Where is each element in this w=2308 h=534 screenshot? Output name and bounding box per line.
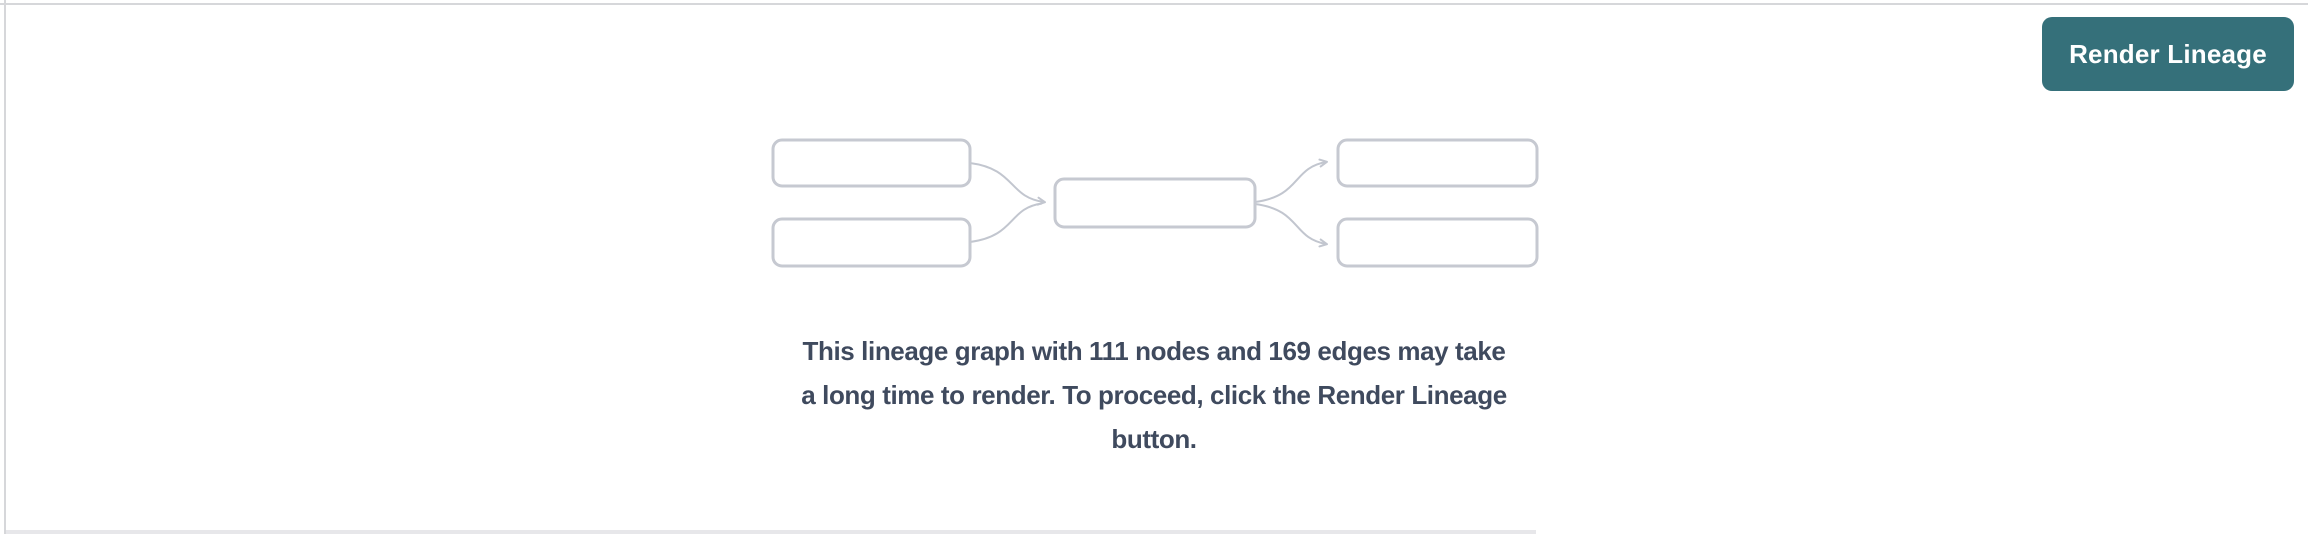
panel-left-border — [4, 0, 6, 534]
edge-source-top-to-middle — [969, 162, 1046, 206]
placeholder-node-source-top — [771, 138, 972, 188]
panel-bottom-edge — [6, 530, 1536, 534]
edge-source-bottom-to-middle — [969, 202, 1043, 243]
lineage-warning-line-2: a long time to render. To proceed, click… — [801, 380, 1507, 410]
placeholder-node-middle — [1053, 177, 1257, 229]
lineage-warning-text: This lineage graph with 111 nodes and 16… — [801, 329, 1507, 461]
placeholder-node-target-top — [1336, 138, 1539, 188]
lineage-placeholder-graphic — [771, 138, 1539, 268]
lineage-warning-line-3: button. — [1111, 424, 1197, 454]
placeholder-node-source-bottom — [771, 217, 972, 268]
edge-middle-to-target-top — [1254, 158, 1328, 203]
lineage-warning-line-1: This lineage graph with 111 nodes and 16… — [802, 336, 1506, 366]
panel-top-border — [0, 3, 2308, 5]
placeholder-node-target-bottom — [1336, 217, 1539, 268]
render-lineage-button[interactable]: Render Lineage — [2042, 17, 2294, 91]
edge-middle-to-target-bottom — [1254, 203, 1328, 248]
